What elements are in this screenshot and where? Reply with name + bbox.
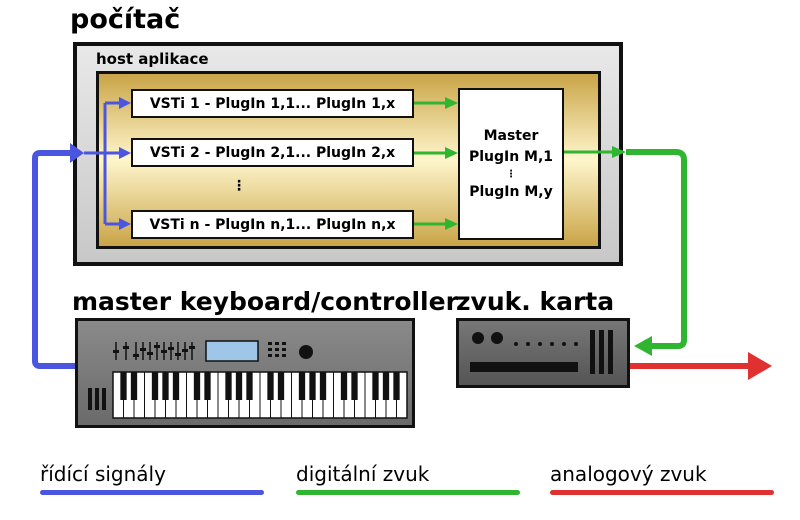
black-key [162,372,169,400]
legend-analog-audio-line [550,490,774,495]
legend-control-signals-label: řídící signály [40,462,166,486]
black-key [130,372,138,400]
legend-digital-audio-label: digitální zvuk [296,462,430,486]
black-key [172,372,180,400]
black-key [393,372,400,400]
black-key [372,372,379,400]
black-key [309,372,316,400]
master-plugin-box: Master PlugIn M,1 ⋮ PlugIn M,y [458,88,564,240]
master-ellipsis: ⋮ [506,168,516,180]
digital-arrow-head [634,336,652,356]
sound-card-details [470,330,613,374]
analog-arrow-head [748,352,772,380]
black-key [298,372,306,400]
black-key [204,372,211,400]
soundcard-title: zvuk. karta [456,287,615,316]
black-key [340,372,348,400]
master-line-1: Master [483,127,539,144]
vsti-2-plugin-chain: VSTi 2 - PlugIn 2,1... PlugIn 2,x [131,138,414,167]
keyboard-knob [299,345,313,359]
vsti-n-plugin-chain: VSTi n - PlugIn n,1... PlugIn n,x [131,210,414,239]
black-key [382,372,390,400]
control-signal-path [32,97,131,369]
legend-digital-audio-line [296,490,520,495]
vsti-1-plugin-chain: VSTi 1 - PlugIn 1,1... PlugIn 1,x [131,89,414,118]
black-key [277,372,285,400]
black-key [193,372,201,400]
black-key [267,372,274,400]
keyboard-display [205,340,259,362]
black-key [120,372,127,400]
computer-title: počítač [70,4,181,35]
control-arrow-head [70,143,84,163]
black-key [235,372,243,400]
legend-control-signals-line [40,490,264,495]
digital-audio-paths [414,97,687,356]
black-key [351,372,358,400]
keyboard-title: master keyboard/controller [72,287,458,316]
legend-analog-audio-label: analogový zvuk [550,462,707,486]
black-key [151,372,159,400]
host-application-label: host aplikace [96,50,209,68]
black-key [225,372,232,400]
master-line-3: PlugIn M,y [469,183,553,200]
master-line-2: PlugIn M,1 [468,148,554,165]
analog-audio-path [630,352,772,380]
vertical-ellipsis: ⋮ [232,178,246,194]
black-key [246,372,253,400]
black-key [319,372,327,400]
